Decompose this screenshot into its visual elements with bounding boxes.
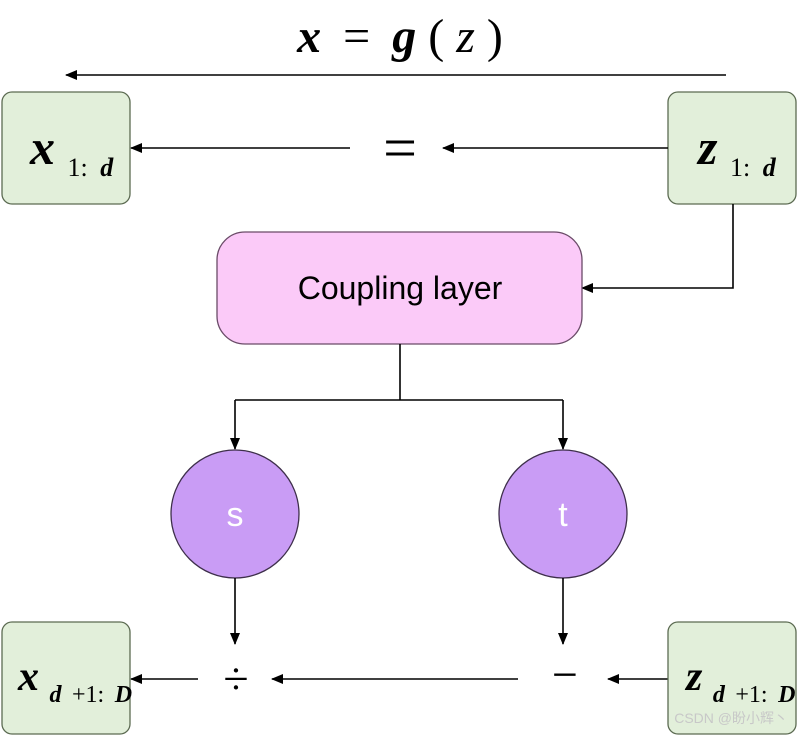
svg-text:z 1: d: z 1: d <box>696 119 777 187</box>
title-equation: x = g ( z ) <box>296 10 503 63</box>
title-lparen: ( <box>428 10 444 63</box>
x-bottom-sub-D: D <box>114 682 132 708</box>
x-top-sub-num: 1: <box>68 153 88 182</box>
title-fn: g <box>391 10 416 63</box>
t-label: t <box>558 496 568 534</box>
t-node: t <box>498 449 628 579</box>
x-bottom-base: x <box>17 654 39 700</box>
z-bottom-sub-mid: +1: <box>735 682 767 708</box>
x-bottom-sub-mid: +1: <box>72 682 104 708</box>
z-to-coupling-arrow <box>581 204 734 293</box>
svg-text:x = g (: x = g ( z ) <box>296 10 503 63</box>
title-rparen: ) <box>487 10 503 63</box>
coupling-layer-label: Coupling layer <box>298 270 503 306</box>
x-top-base: x <box>29 119 55 175</box>
title-eq: = <box>343 10 370 63</box>
minus-operator: − <box>552 649 578 700</box>
x-bottom-node: x d +1: D <box>1 621 132 735</box>
equals-operator: = <box>383 115 417 181</box>
z-bottom-sub-d: d <box>713 682 726 708</box>
x-top-sub-var: d <box>100 153 114 182</box>
title-lhs: x <box>296 10 321 63</box>
watermark: CSDN @盼小辉丶 <box>674 710 788 726</box>
x-bottom-sub-d: d <box>50 682 63 708</box>
svg-text:x 1: d: x 1: d <box>29 119 114 187</box>
s-node: s <box>170 449 300 579</box>
divide-operator: ÷ <box>223 653 248 704</box>
s-label: s <box>227 496 244 534</box>
z-top-sub-var: d <box>763 153 777 182</box>
z-top-base: z <box>696 119 718 175</box>
z-bottom-sub-D: D <box>777 682 795 708</box>
svg-text:z d +1: D: z d +1: D <box>684 654 795 712</box>
svg-text:x d +1: D: x d +1: D <box>17 654 132 712</box>
z-top-sub-num: 1: <box>730 153 750 182</box>
coupling-layer-node: Coupling layer <box>216 231 583 345</box>
x-top-node: x 1: d <box>1 91 131 205</box>
title-arg: z <box>455 10 475 63</box>
z-top-node: z 1: d <box>667 91 797 205</box>
z-bottom-base: z <box>684 654 703 700</box>
z-bottom-node: z d +1: D <box>667 621 797 735</box>
